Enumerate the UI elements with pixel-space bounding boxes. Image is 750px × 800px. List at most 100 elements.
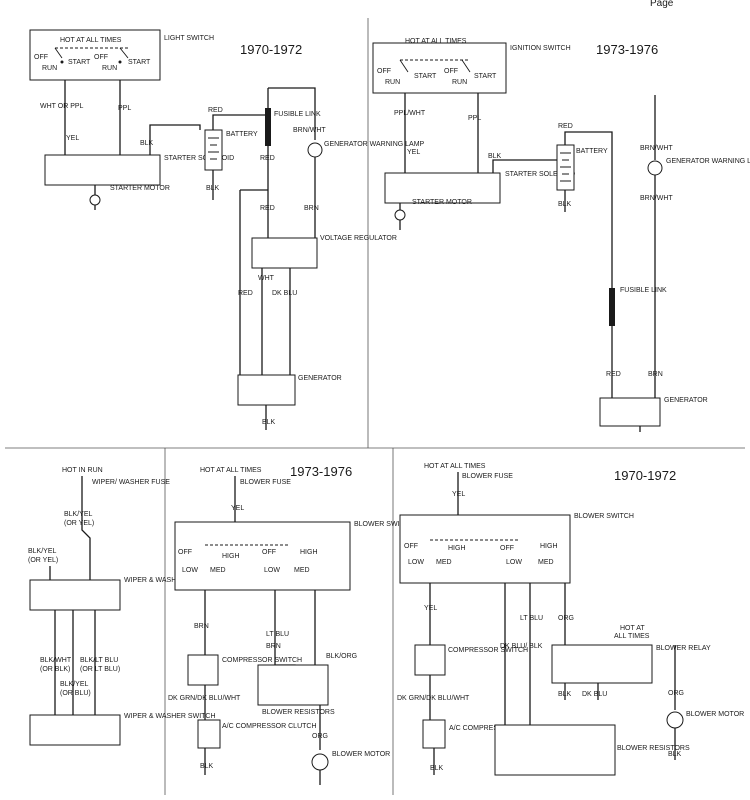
run-label-2: RUN xyxy=(102,65,117,72)
starter-solenoid-label: STARTER SOLENOID xyxy=(505,171,575,178)
wire-label-ppl-wht: PPL/WHT xyxy=(394,110,426,117)
starter-motor-symbol xyxy=(394,209,406,221)
med-label-2: MED xyxy=(538,559,554,566)
wire-label-wht: WHT xyxy=(258,275,275,282)
wire-label-dk-blu: DK BLU xyxy=(582,691,607,698)
wire-label-yel: YEL xyxy=(66,135,79,142)
hot-label: HOT AT ALL TIMES xyxy=(200,467,262,474)
wire-label-org: ORG xyxy=(558,615,574,622)
generator-lamp xyxy=(307,142,323,158)
blower-motor-label: BLOWER MOTOR xyxy=(686,711,744,718)
battery-cells xyxy=(560,152,571,182)
start-label-2: START xyxy=(128,59,151,66)
wire-label-org-2: ORG xyxy=(668,690,684,697)
wire-label-blk-gen: BLK xyxy=(262,419,276,426)
wire-combo-label: DK GRN/DK BLU/WHT xyxy=(397,695,470,702)
off-label: OFF xyxy=(377,68,391,75)
blower-relay-box xyxy=(551,644,653,684)
wire-label-blk-clutch: BLK xyxy=(200,763,214,770)
off-label-2: OFF xyxy=(94,54,108,61)
starter-solenoid xyxy=(384,172,501,204)
wiper-switch xyxy=(29,714,121,746)
comp-switch-label: COMPRESSOR SWITCH xyxy=(222,657,302,664)
wire-label-blk-wht: BLK/WHT xyxy=(40,657,72,664)
wire-label-red-2: RED xyxy=(606,371,621,378)
panel-wiper: HOT IN RUN WIPER/ WASHER FUSE BLK/YEL (O… xyxy=(28,467,216,746)
wire-label-dk-blu: DK BLU xyxy=(272,290,297,297)
off-label-2: OFF xyxy=(262,549,276,556)
low-label: LOW xyxy=(182,567,198,574)
wire-label-red: RED xyxy=(558,123,573,130)
panel-blower-1973: 1973-1976 HOT AT ALL TIMES BLOWER FUSE Y… xyxy=(168,464,414,785)
battery-label: BATTERY xyxy=(576,148,608,155)
switch-label: IGNITION SWITCH xyxy=(510,45,571,52)
wire-label-yel: YEL xyxy=(452,491,465,498)
wire-blk-battery xyxy=(149,124,201,155)
wire-label-dk-blu-blk: DK BLU/ BLK xyxy=(500,643,543,650)
wire-label-or-yel-2: (OR YEL) xyxy=(28,557,58,564)
start-label: START xyxy=(68,59,91,66)
starter-motor-label: STARTER MOTOR xyxy=(412,199,472,206)
blower-switch-box xyxy=(174,521,351,591)
wire-label-brn: BRN xyxy=(194,623,209,630)
light-switch-box xyxy=(29,29,161,81)
generator-label: GENERATOR xyxy=(298,375,342,382)
wire-label-lt-blu: LT BLU xyxy=(266,631,289,638)
off-label: OFF xyxy=(404,543,418,550)
blower-motor-label: BLOWER MOTOR xyxy=(332,751,390,758)
wire-label-blk: BLK xyxy=(430,765,444,772)
wire-relay-out xyxy=(564,683,599,700)
wire-label-blk-relay: BLK xyxy=(558,691,572,698)
wire-label-blk-ground: BLK xyxy=(558,201,572,208)
fusible-link xyxy=(609,288,615,326)
wire-label-or-lt-blu: (OR LT BLU) xyxy=(80,666,120,673)
generator xyxy=(237,374,296,406)
med-label-2: MED xyxy=(294,567,310,574)
brn-wht-label: BRN/WHT xyxy=(640,145,673,152)
panel-year: 1973-1976 xyxy=(596,42,658,57)
wire-label-brn-2: BRN xyxy=(266,643,281,650)
high-label-2: HIGH xyxy=(540,543,558,550)
high-label: HIGH xyxy=(448,545,466,552)
blower-resistors xyxy=(257,664,329,706)
off-label-2: OFF xyxy=(444,68,458,75)
generator xyxy=(599,397,661,427)
wire-label-org: ORG xyxy=(312,733,328,740)
wire-label-yel: YEL xyxy=(231,505,244,512)
wire-label-yel-2: YEL xyxy=(424,605,437,612)
low-label-2: LOW xyxy=(264,567,280,574)
all-times-label: ALL TIMES xyxy=(614,633,650,640)
wire-label-wht-or-ppl: WHT OR PPL xyxy=(40,103,84,110)
run-label-2: RUN xyxy=(452,79,467,86)
switch-label: BLOWER SWITCH xyxy=(574,513,634,520)
fusible-link-label: FUSIBLE LINK xyxy=(274,111,321,118)
wire-label-red-4: RED xyxy=(238,290,253,297)
wiper-motor-label: WIPER & WASHER MOTOR xyxy=(124,577,214,584)
wire-red-fusible xyxy=(564,131,613,290)
voltage-regulator xyxy=(251,237,318,269)
run-label: RUN xyxy=(42,65,57,72)
high-label: HIGH xyxy=(222,553,240,560)
hot-label: HOT AT ALL TIMES xyxy=(60,37,122,44)
wire-label-blk-yel: BLK/YEL xyxy=(64,511,93,518)
resistors-label: BLOWER RESISTORS xyxy=(262,709,335,716)
blower-motor xyxy=(311,753,329,771)
battery xyxy=(556,144,575,191)
med-label: MED xyxy=(210,567,226,574)
ac-clutch xyxy=(197,719,221,749)
blower-motor xyxy=(666,711,684,729)
wire-red-generator xyxy=(239,189,268,375)
battery xyxy=(204,129,223,171)
fuse-label: WIPER/ WASHER FUSE xyxy=(92,479,170,486)
wire-label-red-3: RED xyxy=(260,205,275,212)
start-label-2: START xyxy=(474,73,497,80)
low-label-2: LOW xyxy=(506,559,522,566)
wire-to-lamp xyxy=(268,87,316,140)
ac-clutch-label: A/C COMPRESSOR CLUTCH xyxy=(222,723,317,730)
start-label: START xyxy=(414,73,437,80)
panel-year: 1970-1972 xyxy=(614,468,676,483)
compressor-switch xyxy=(414,644,446,676)
wire-label-red-2: RED xyxy=(260,155,275,162)
page-corner-label: Page xyxy=(650,0,674,9)
off-label: OFF xyxy=(178,549,192,556)
